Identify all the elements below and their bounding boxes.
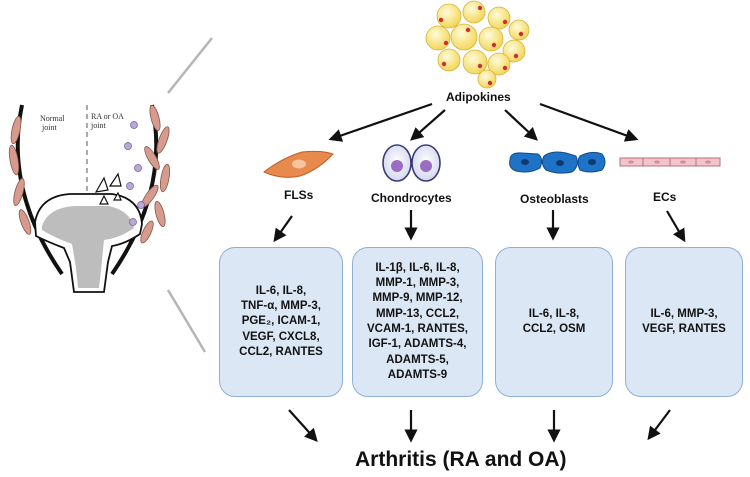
factor-line: IL-6, IL-8,	[528, 307, 580, 320]
factor-line: CCL2, OSM	[522, 323, 586, 335]
factor-line: IL-1β, IL-6, IL-8,	[375, 261, 460, 274]
osteoblast-factor-box: IL-6, IL-8, CCL2, OSM	[495, 247, 613, 397]
osteoblasts-label: Osteoblasts	[520, 192, 589, 206]
osteoblast-factor-list: IL-6, IL-8, CCL2, OSM	[523, 307, 586, 338]
joint-illustration	[8, 104, 171, 293]
factor-line: ADAMTS-9	[387, 368, 448, 381]
diseased-joint-label-line: joint	[91, 121, 106, 130]
ec-factor-list: IL-6, MMP-3, VEGF, RANTES	[642, 307, 726, 338]
synovial-cells-normal	[8, 115, 32, 235]
factor-line: TNF-α, MMP-3,	[241, 300, 321, 313]
fls-factor-box: IL-6, IL-8, TNF-α, MMP-3, PGE₂, ICAM-1, …	[219, 247, 343, 397]
chondrocyte-factor-box: IL-1β, IL-6, IL-8, MMP-1, MMP-3, MMP-9, …	[352, 247, 483, 397]
ec-factor-box: IL-6, MMP-3, VEGF, RANTES	[625, 247, 743, 397]
factor-line: IL-6, IL-8,	[255, 284, 307, 297]
osteoblast-cell-icon	[509, 151, 606, 174]
endothelial-cell-icon	[619, 157, 721, 167]
factor-line: IL-6, MMP-3,	[650, 307, 718, 320]
zoom-line-bottom	[166, 289, 207, 353]
factor-line: MMP-9, MMP-12,	[372, 292, 463, 305]
normal-joint-label-line: Normal	[40, 114, 65, 123]
normal-joint-label: Normal joint	[40, 114, 64, 132]
fls-label: FLSs	[284, 188, 314, 202]
synovial-cells-inflamed	[124, 105, 171, 244]
outcome-title: Arthritis (RA and OA)	[355, 448, 567, 471]
chondrocyte-factor-list: IL-1β, IL-6, IL-8, MMP-1, MMP-3, MMP-9, …	[367, 261, 468, 383]
normal-joint-label-line: joint	[42, 123, 57, 132]
factor-line: IGF-1, ADAMTS-4,	[368, 338, 467, 351]
cell-to-box-arrows	[273, 210, 686, 243]
factor-line: VEGF, RANTES	[642, 323, 726, 335]
factor-line: VEGF, CXCL8,	[242, 330, 320, 343]
factor-line: CCL2, RANTES	[239, 345, 323, 358]
adipokine-arrows	[328, 102, 639, 142]
factor-line: MMP-13, CCL2,	[375, 307, 460, 320]
chondrocyte-cell-icon	[382, 144, 441, 182]
factor-line: VCAM-1, RANTES,	[367, 323, 468, 335]
factor-line: PGE₂, ICAM-1,	[241, 315, 321, 328]
chondrocytes-label: Chondrocytes	[371, 191, 452, 205]
factor-line: ADAMTS-5,	[386, 353, 449, 366]
fls-cell-icon	[263, 150, 334, 178]
fls-factor-list: IL-6, IL-8, TNF-α, MMP-3, PGE₂, ICAM-1, …	[239, 284, 323, 360]
factor-line: MMP-1, MMP-3,	[375, 277, 460, 290]
ecs-label: ECs	[653, 190, 677, 204]
cartilage-debris	[94, 172, 122, 205]
adipokines-label: Adipokines	[446, 90, 511, 104]
diseased-joint-label: RA or OA joint	[91, 112, 124, 130]
adipocyte-cluster-icon	[425, 0, 530, 89]
zoom-line-top	[167, 37, 213, 94]
box-to-outcome-arrows	[288, 409, 671, 443]
diseased-joint-label-line: RA or OA	[91, 112, 124, 121]
